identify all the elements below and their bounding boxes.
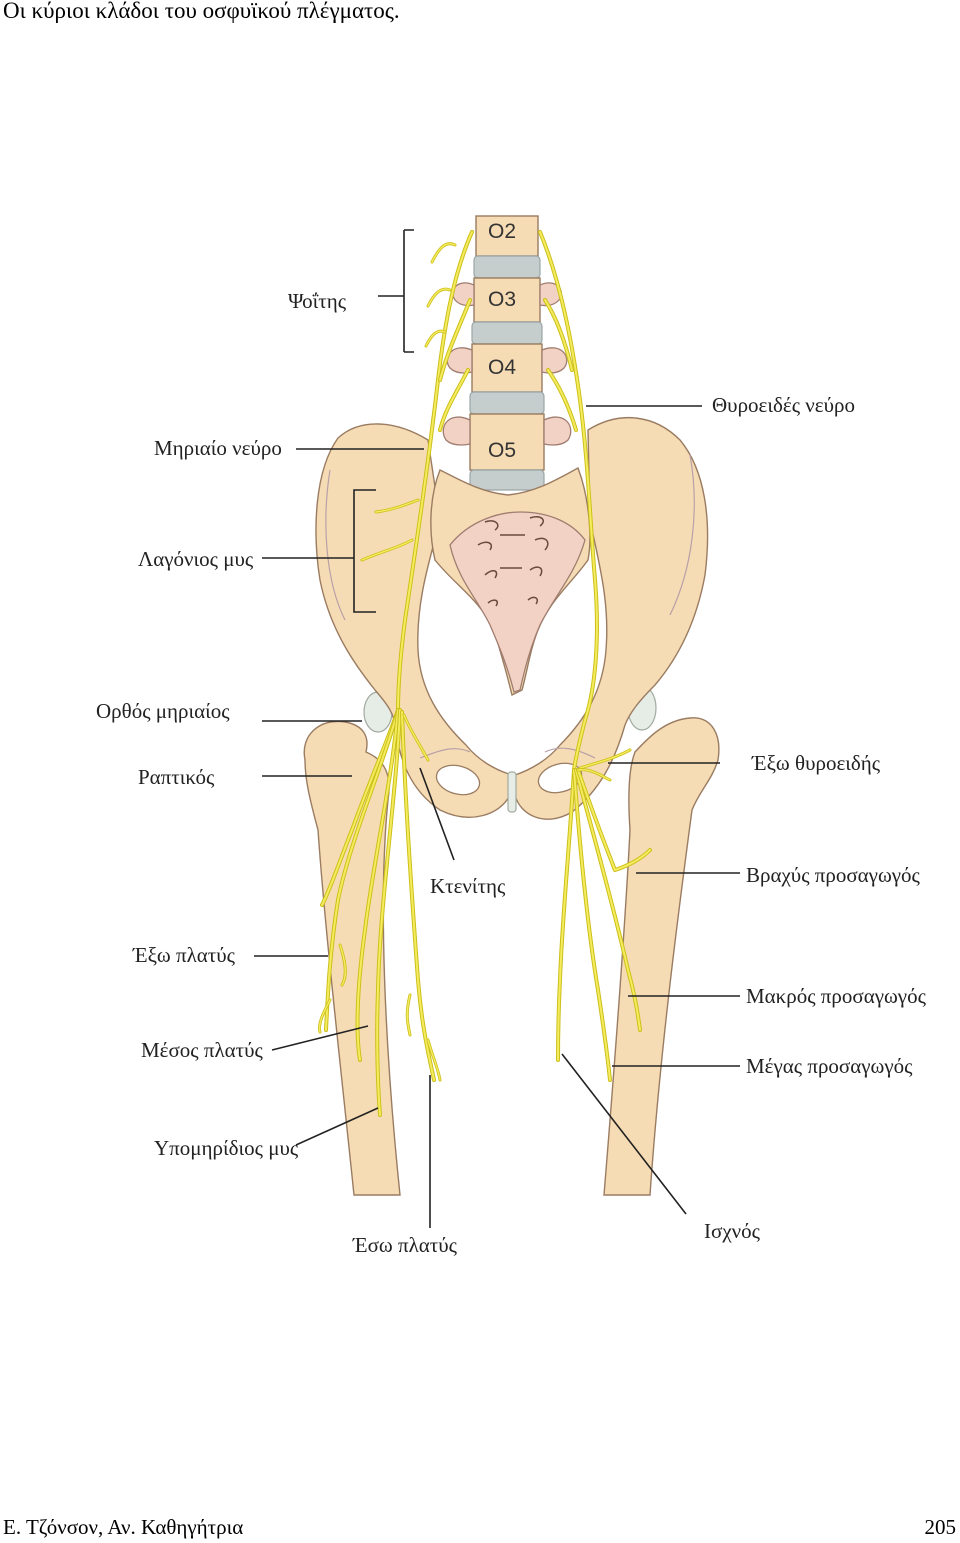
vertebra-label-o2: Ο2: [488, 220, 516, 243]
label-femoral-nerve: Μηριαίο νεύρο: [154, 436, 282, 460]
label-vastus-medialis: Έσω πλατύς: [352, 1233, 458, 1257]
vertebra-label-o3: Ο3: [488, 288, 516, 311]
label-adductor-brevis: Βραχύς προσαγωγός: [746, 863, 921, 887]
right-femur: [603, 717, 720, 1196]
o5-left-process: [442, 416, 471, 446]
label-subcrureus: Υπομηρίδιος μυς: [154, 1136, 299, 1160]
o4-left-process: [446, 347, 473, 374]
label-adductor-longus: Μακρός προσαγωγός: [746, 984, 927, 1008]
vertebra-o3: [473, 277, 541, 323]
right-pubic-line: [544, 747, 596, 759]
label-sartorius: Ραπτικός: [138, 765, 215, 789]
iliacus-bracket: [262, 489, 376, 613]
sacrum-inner: [449, 511, 586, 693]
disc-o2-o3: [473, 255, 541, 279]
psoas-bracket: [378, 229, 414, 353]
sacral-foramen-2: [529, 515, 544, 527]
femoral-thigh-branches: [318, 708, 442, 1117]
vastus-intermedius-leader: [271, 1025, 369, 1051]
sacral-foramen-3: [477, 541, 492, 551]
label-rectus-femoris: Ορθός μηριαίος: [96, 699, 230, 723]
label-gracilis: Ισχνός: [704, 1219, 761, 1243]
vertebra-o5: [469, 413, 545, 471]
sacral-foramen-5: [484, 570, 498, 579]
left-obturator-foramen: [435, 764, 481, 796]
sacral-foramen-8: [527, 596, 539, 605]
figure-caption: Οι κύριοι κλάδοι του οσφυϊκού πλέγματος.: [3, 0, 400, 23]
right-obturator-foramen: [537, 762, 583, 794]
disc-o4-o5: [469, 391, 545, 415]
label-vastus-intermedius: Μέσος πλατύς: [141, 1038, 264, 1062]
pubic-symphysis: [507, 771, 517, 813]
right-iliac-crest-line: [669, 454, 695, 616]
o5-right-process: [543, 416, 572, 446]
subcrureus-leader: [295, 1107, 379, 1146]
label-psoas: Ψοΐτης: [288, 289, 347, 313]
vertebra-label-o4: Ο4: [488, 356, 516, 379]
right-ilium: [514, 417, 709, 820]
sacral-foramen-4: [534, 537, 549, 551]
label-obturator-externus: Έξω θυροειδής: [751, 751, 881, 775]
obturator-nerve: [538, 230, 652, 1082]
disc-o5-s1: [469, 469, 545, 491]
iliacus-branches: [360, 498, 420, 562]
spine-upper: [475, 215, 539, 257]
label-pectineus: Κτενίτης: [430, 874, 506, 898]
footer-author: Ε. Τζόνσον, Αν. Καθηγήτρια: [3, 1515, 244, 1539]
pectineus-leader: [419, 767, 455, 861]
label-iliacus: Λαγόνιος μυς: [138, 547, 254, 571]
psoas-branches: [424, 242, 457, 348]
label-obturator-nerve: Θυροειδές νεύρο: [712, 393, 855, 417]
o4-right-process: [541, 347, 568, 374]
label-vastus-lateralis: Έξω πλατύς: [132, 943, 236, 967]
sacral-foramen-1: [484, 520, 499, 531]
gracilis-leader: [561, 1053, 687, 1215]
sacral-foramen-7: [487, 599, 499, 607]
label-adductor-magnus: Μέγας προσαγωγός: [746, 1054, 913, 1078]
vertebra-label-o5: Ο5: [488, 439, 516, 462]
femoral-nerve: [396, 230, 474, 712]
page-number: 205: [924, 1515, 957, 1539]
left-iliac-crest-line: [325, 469, 346, 621]
sacral-foramen-6: [529, 566, 543, 577]
disc-o3-o4: [471, 321, 543, 345]
